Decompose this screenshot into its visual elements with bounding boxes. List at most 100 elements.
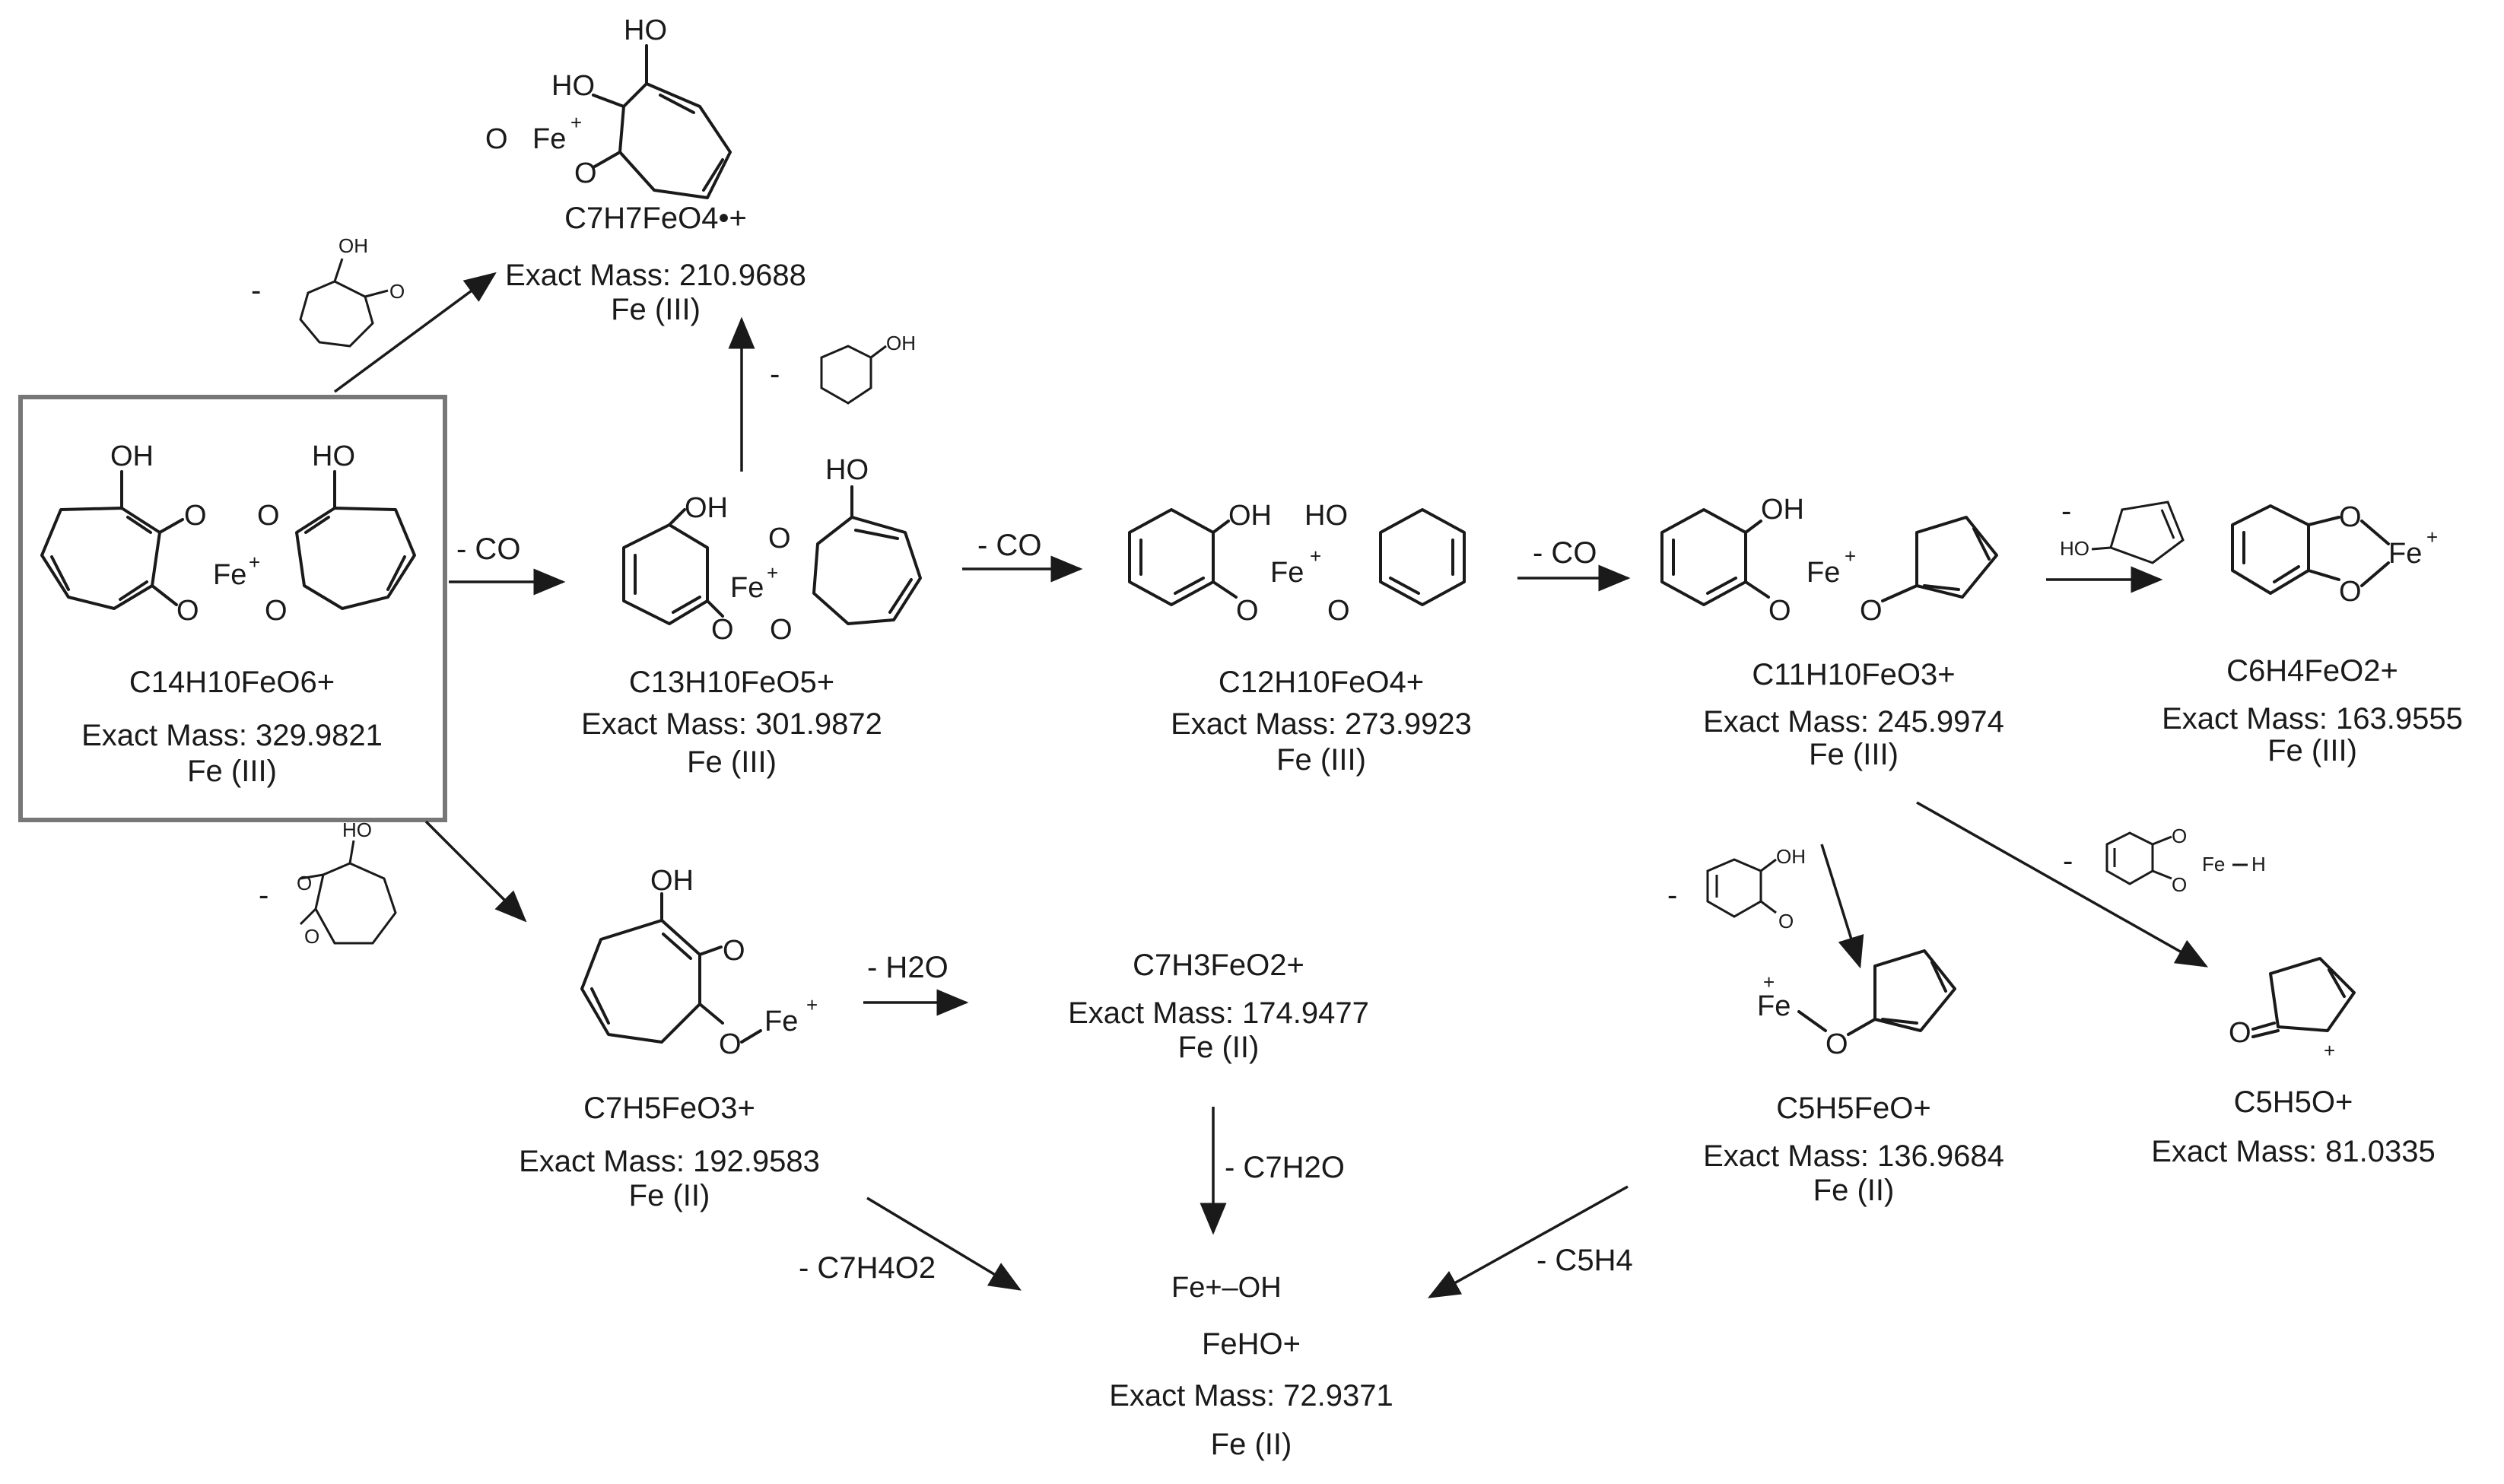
s2-mass: Exact Mass: 273.9923 (1171, 707, 1472, 741)
loss-tl-o: O (389, 280, 405, 303)
s2-fe: Fe (1270, 557, 1304, 589)
feoh-ox: Fe (II) (1211, 1428, 1292, 1461)
parent-o-left: O (184, 500, 207, 532)
s1-formula: C13H10FeO5+ (629, 666, 834, 699)
loss-phenoxy: OH (820, 332, 916, 405)
s4-fe: Fe (2388, 538, 2422, 570)
s4-mass: Exact Mass: 163.9555 (2162, 702, 2463, 736)
loss-trop-ho: HO (342, 818, 372, 841)
top-ox: Fe (III) (611, 293, 701, 326)
parent-mass: Exact Mass: 329.9821 (81, 719, 383, 752)
top-structure: HO HO O Fe + O (485, 14, 732, 199)
s4-fe-plus: + (2426, 526, 2438, 548)
s3-formula: C11H10FeO3+ (1752, 658, 1955, 691)
s1-fe-plus: + (767, 561, 778, 584)
parent-fe-plus: + (249, 551, 260, 574)
l1-fe: Fe (764, 1006, 798, 1038)
cp-o: O (2229, 1017, 2251, 1049)
loss-fecat-fe: Fe (2202, 853, 2225, 875)
loss-minus-fecat: - (2063, 844, 2073, 878)
s3-ox: Fe (III) (1809, 738, 1899, 771)
s4-o1: O (2339, 501, 2362, 533)
feoh-formula: FeHO+ (1202, 1327, 1301, 1361)
s1-fe: Fe (730, 572, 764, 604)
loss-minus-tl: - (251, 274, 261, 307)
loss-catechol-oxy: OH O (1706, 845, 1806, 933)
loss-minus-catechol: - (1667, 879, 1677, 912)
s2-o2: O (1327, 595, 1350, 627)
s1-o3: O (768, 523, 791, 555)
l1-oh: OH (650, 865, 694, 897)
s2-formula: C12H10FeO4+ (1219, 666, 1424, 699)
parent-structure: OH O O Fe + O O HO (40, 440, 416, 627)
l2-mass: Exact Mass: 174.9477 (1068, 996, 1369, 1030)
s2-ho: HO (1304, 500, 1348, 532)
l1-o2: O (719, 1028, 742, 1060)
cp-plus: + (2324, 1039, 2335, 1062)
loss-minus-trop: - (259, 879, 269, 912)
l2-formula: C7H3FeO2+ (1133, 949, 1304, 982)
loss-fecat-o2: O (2172, 873, 2187, 896)
loss-c5h4: - C5H4 (1536, 1244, 1633, 1277)
arrow-c5-to-feoh (1427, 1185, 1629, 1298)
c5-fe: Fe (1757, 990, 1791, 1022)
s1-oh: OH (685, 492, 728, 524)
arrow-parent-to-l1 (424, 820, 527, 923)
loss-tropolone-oxy: HO O O (297, 818, 397, 948)
loss-minus-phenol: - (770, 357, 780, 391)
top-mass: Exact Mass: 210.9688 (505, 259, 806, 292)
loss-cat-o: O (1778, 910, 1794, 933)
cp-mass: Exact Mass: 81.0335 (2151, 1135, 2436, 1168)
loss-cp-ho: HO (2060, 537, 2089, 560)
s2-fe-plus: + (1310, 545, 1321, 567)
parent-oh-right: HO (312, 440, 355, 472)
feoh-structure: Fe+–OH (1171, 1272, 1282, 1304)
parent-formula: C14H10FeO6+ (129, 666, 335, 699)
s2-structure: OH O Fe + O HO (1128, 500, 1466, 627)
s2-oh: OH (1228, 500, 1272, 532)
parent-o-right: O (257, 500, 280, 532)
s3-mass: Exact Mass: 245.9974 (1703, 705, 2004, 739)
s1-mass: Exact Mass: 301.9872 (581, 707, 882, 741)
top-fe: Fe (532, 123, 566, 155)
s2-ox: Fe (III) (1276, 743, 1366, 777)
loss-fe-catecholate-h: O O Fe H (2105, 825, 2266, 896)
s3-fe: Fe (1807, 557, 1840, 589)
c5-mass: Exact Mass: 136.9684 (1703, 1139, 2004, 1173)
loss-c7h4o2: - C7H4O2 (799, 1251, 936, 1285)
loss-trop-o1: O (297, 872, 312, 895)
arrow-l1-to-feoh (866, 1196, 1022, 1291)
s3-o1: O (1768, 595, 1791, 627)
s4-structure: O O Fe + (2231, 501, 2438, 608)
parent-fe: Fe (213, 559, 246, 591)
c5-formula: C5H5FeO+ (1776, 1092, 1930, 1125)
l1-fe-plus: + (806, 993, 818, 1016)
l1-formula: C7H5FeO3+ (583, 1092, 755, 1125)
top-fe-plus: + (570, 111, 582, 134)
parent-ox: Fe (III) (187, 755, 277, 788)
parent-o-right2: O (265, 595, 288, 627)
top-oh1: HO (624, 14, 667, 46)
l1-ox: Fe (II) (629, 1179, 710, 1212)
c5-structure: Fe + O (1757, 949, 1956, 1060)
loss-fecat-o1: O (2172, 825, 2187, 847)
s3-o2: O (1860, 595, 1883, 627)
feoh-mass: Exact Mass: 72.9371 (1109, 1379, 1393, 1413)
loss-co-1: - CO (456, 532, 520, 566)
loss-h2o: - H2O (867, 951, 949, 984)
s3-structure: OH O Fe + O (1660, 494, 1998, 627)
l1-structure: OH O O Fe + (580, 865, 818, 1060)
parent-o-left2: O (176, 595, 199, 627)
loss-c7h2o: - C7H2O (1225, 1151, 1345, 1184)
cp-structure: O + (2229, 957, 2356, 1062)
arrow-parent-to-top (333, 272, 497, 393)
loss-phenol-oh: OH (886, 332, 916, 354)
top-oh2: HO (551, 70, 595, 102)
cp-formula: C5H5O+ (2234, 1085, 2353, 1119)
s4-ox: Fe (III) (2267, 734, 2357, 767)
s1-ox: Fe (III) (687, 745, 777, 779)
arrow-s3-to-cp (1916, 801, 2209, 968)
top-formula: C7H7FeO4•+ (564, 202, 747, 235)
